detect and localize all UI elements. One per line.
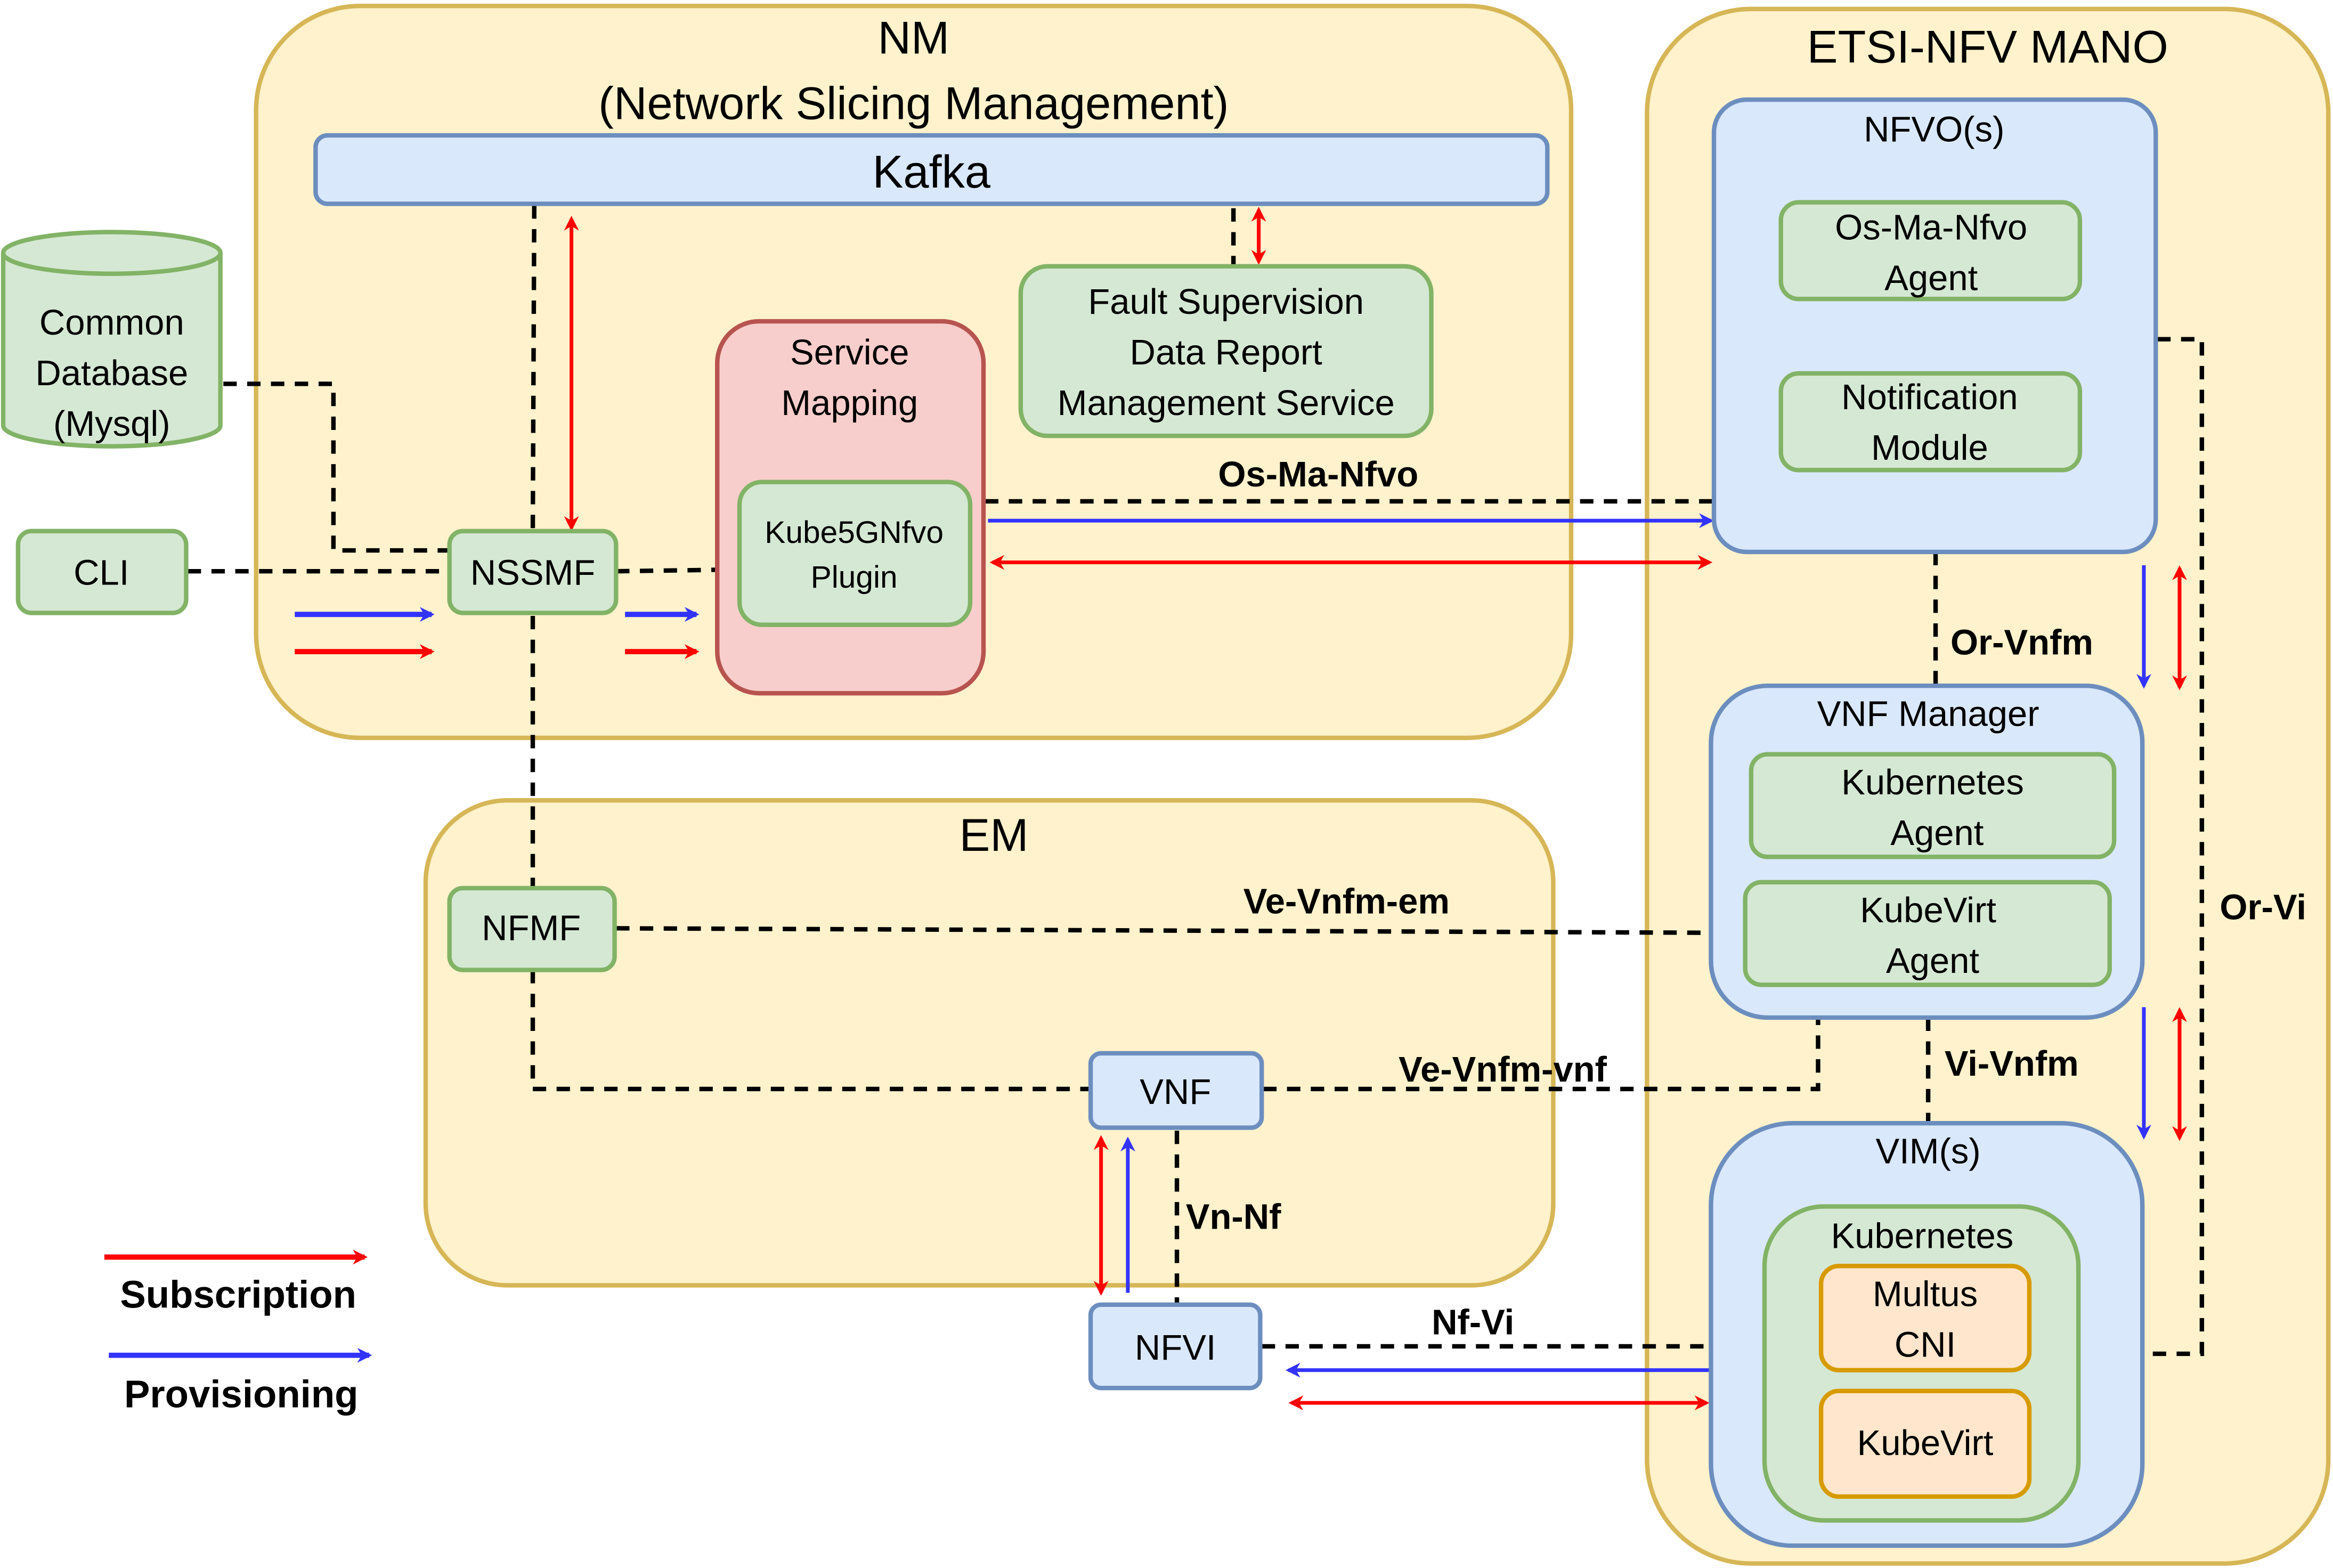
vnf-manager-node[interactable]: VNF Manager Kubernetes Agent KubeVirt Ag…	[1709, 684, 2145, 1020]
multus-label-line1: Multus	[1873, 1274, 1978, 1314]
db-label-line2: Database	[35, 353, 188, 393]
agent-label-line1: Os-Ma-Nfvo	[1835, 208, 2027, 248]
fault-supervision-service[interactable]: Fault Supervision Data Report Management…	[1018, 264, 1434, 438]
fault-label-line3: Management Service	[1058, 383, 1395, 423]
subscription-label: Subscription	[120, 1273, 356, 1316]
service-mapping-label-line1: Service	[790, 332, 909, 372]
nfmf-node[interactable]: NFMF	[447, 885, 617, 972]
fault-label-line1: Fault Supervision	[1088, 282, 1364, 322]
mano-title: ETSI-NFV MANO	[1807, 21, 2168, 72]
notification-label-line1: Notification	[1841, 377, 2018, 417]
multus-label-line2: CNI	[1895, 1325, 1956, 1365]
os-ma-nfvo-agent[interactable]: Os-Ma-Nfvo Agent	[1778, 200, 2083, 302]
nssmf-servicemapping-link	[616, 567, 719, 574]
db-nssmf-link	[223, 381, 450, 553]
cli-label: CLI	[74, 553, 129, 592]
nfvi-node[interactable]: NFVI	[1088, 1302, 1263, 1391]
arrows	[295, 207, 2187, 1411]
kubernetes-label: Kubernetes	[1831, 1216, 2014, 1256]
kubevirt[interactable]: KubeVirt	[1818, 1388, 2032, 1499]
plugin-label-line2: Plugin	[811, 560, 898, 595]
vnf-label: VNF	[1140, 1072, 1211, 1112]
notification-label-line2: Module	[1871, 428, 1988, 468]
em-title: EM	[960, 810, 1029, 861]
nfvi-label: NFVI	[1135, 1328, 1216, 1368]
db-label-line1: Common	[39, 303, 184, 343]
nf-vi-label: Nf-Vi	[1432, 1303, 1514, 1343]
db-label-line3: (Mysql)	[53, 404, 170, 444]
legend-subscription: Subscription	[104, 1249, 368, 1316]
nfmf-vnf-link	[530, 970, 1091, 1092]
kubevirt-agent[interactable]: KubeVirt Agent	[1743, 880, 2112, 987]
agent-label-line2: Agent	[1884, 258, 1978, 298]
kafka-nssmf-link	[530, 205, 536, 531]
legend-provisioning: Provisioning	[109, 1347, 372, 1416]
nfvo-label: NFVO(s)	[1864, 109, 2004, 149]
or-vi-line	[2142, 337, 2205, 1356]
k8s-agent-label-line2: Agent	[1890, 813, 1984, 853]
nssmf-label: NSSMF	[470, 553, 595, 592]
legend: Subscription Provisioning	[104, 1249, 372, 1416]
ve-vnfm-vnf-label: Ve-Vnfm-vnf	[1399, 1050, 1607, 1090]
fault-label-line2: Data Report	[1130, 332, 1323, 372]
nfvo-node[interactable]: NFVO(s) Os-Ma-Nfvo Agent Notification Mo…	[1711, 97, 2158, 555]
service-mapping[interactable]: Service Mapping Kube5GNfvo Plugin	[715, 319, 986, 696]
service-mapping-label-line2: Mapping	[781, 383, 918, 423]
plugin-label-line1: Kube5GNfvo	[765, 515, 944, 550]
kubernetes-agent[interactable]: Kubernetes Agent	[1749, 752, 2117, 859]
ve-vnfm-em-label: Ve-Vnfm-em	[1243, 881, 1450, 921]
vn-nf-label: Vn-Nf	[1186, 1197, 1281, 1237]
ve-vnfm-vnf-line	[1263, 1017, 1820, 1092]
vim-node[interactable]: VIM(s) Kubernetes Multus CNI KubeVirt	[1709, 1120, 2145, 1548]
provisioning-label: Provisioning	[124, 1372, 359, 1416]
nm-subtitle: (Network Slicing Management)	[598, 78, 1229, 129]
ve-vnfm-em-line	[616, 926, 1711, 935]
interface-labels: Os-Ma-Nfvo Or-Vnfm Or-Vi Ve-Vnfm-em Ve-V…	[1186, 454, 2306, 1343]
k8s-agent-label-line1: Kubernetes	[1841, 762, 2024, 802]
or-vi-label: Or-Vi	[2220, 888, 2306, 928]
nm-title: NM	[878, 13, 950, 64]
os-ma-nfvo-label: Os-Ma-Nfvo	[1218, 454, 1418, 494]
cli-node[interactable]: CLI	[15, 529, 189, 615]
notification-module[interactable]: Notification Module	[1778, 371, 2083, 473]
kube5gnfvo-plugin[interactable]: Kube5GNfvo Plugin	[737, 480, 973, 627]
common-database[interactable]: Common Database (Mysql)	[1, 230, 223, 449]
nssmf-node[interactable]: NSSMF	[447, 529, 619, 615]
vnf-node[interactable]: VNF	[1088, 1051, 1264, 1130]
reference-lines	[188, 205, 2205, 1356]
kubevirt-agent-label-line1: KubeVirt	[1860, 890, 1996, 930]
nfmf-label: NFMF	[482, 908, 581, 948]
kafka-label: Kafka	[873, 147, 991, 198]
vim-label: VIM(s)	[1875, 1132, 1980, 1172]
kubevirt-label: KubeVirt	[1857, 1423, 1994, 1463]
vi-vnfm-label: Vi-Vnfm	[1945, 1044, 2079, 1084]
vnf-manager-label: VNF Manager	[1817, 694, 2039, 734]
kafka-bus[interactable]: Kafka	[313, 133, 1550, 206]
kubernetes-cluster[interactable]: Kubernetes Multus CNI KubeVirt	[1762, 1204, 2081, 1523]
kubevirt-agent-label-line2: Agent	[1886, 941, 1979, 981]
multus-cni[interactable]: Multus CNI	[1818, 1263, 2032, 1372]
em-group: EM	[423, 798, 1556, 1288]
or-vnfm-label: Or-Vnfm	[1950, 623, 2093, 663]
